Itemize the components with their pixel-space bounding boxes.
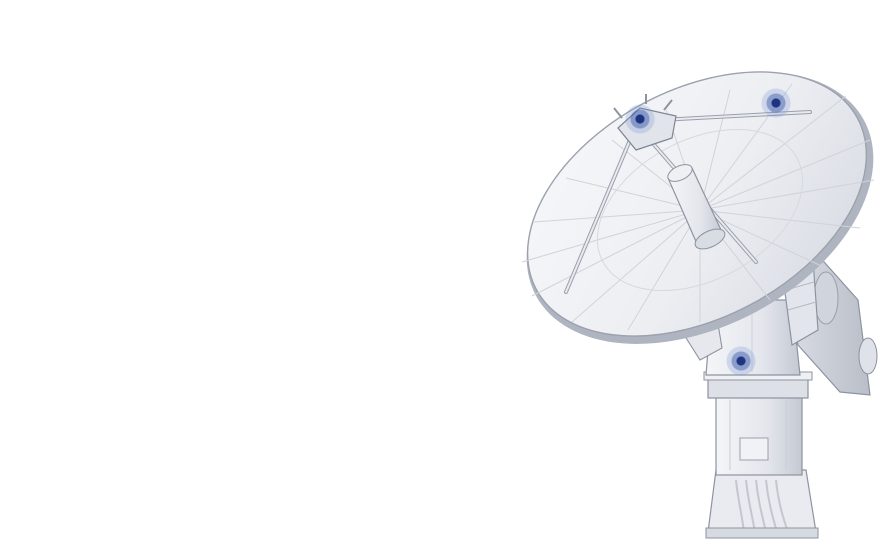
feed-horn [667, 164, 726, 250]
reflector-hotspot[interactable] [761, 88, 791, 118]
feed-hotspot[interactable] [625, 104, 655, 134]
pedestal-hotspot[interactable] [726, 346, 756, 376]
